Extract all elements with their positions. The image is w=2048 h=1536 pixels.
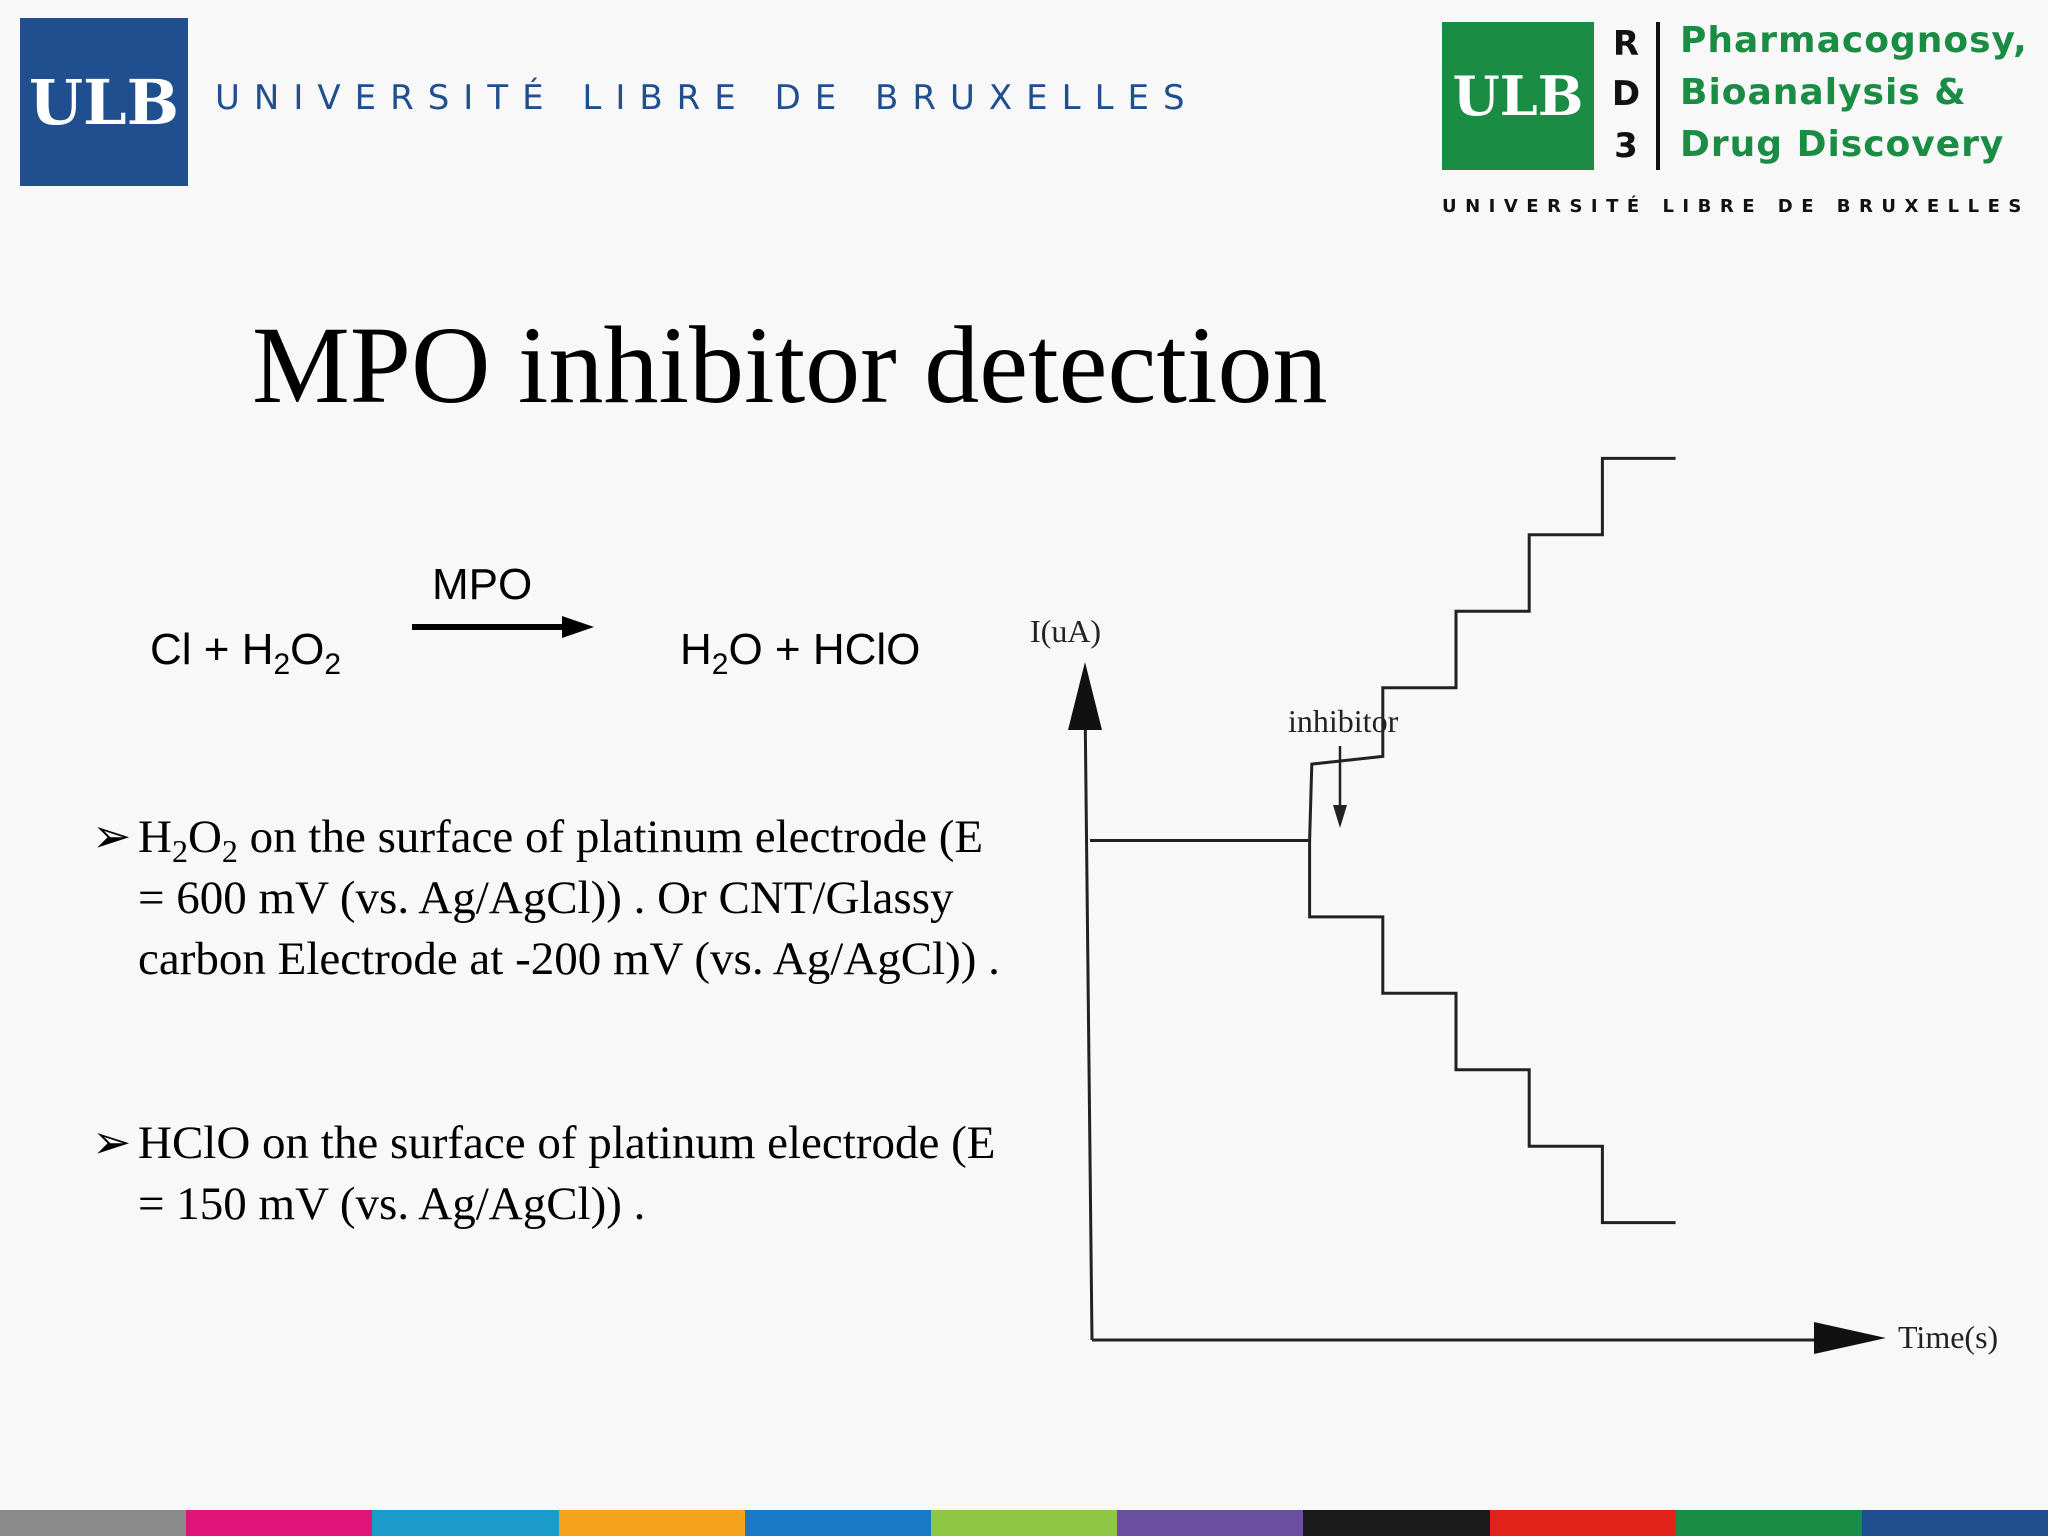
logo-divider (1656, 22, 1660, 170)
bullet-text: HClO on the surface of platinum electrod… (138, 1117, 996, 1230)
footer-color-segment (186, 1510, 373, 1536)
x-axis-arrowhead-icon (1814, 1322, 1886, 1354)
rd3-letter-d: D (1611, 74, 1641, 114)
current-staircase-down (1308, 840, 1676, 1225)
footer-color-segment (372, 1510, 559, 1536)
slide-title: MPO inhibitor detection (252, 304, 1328, 426)
bullet-hclo: ➢ HClO on the surface of platinum electr… (92, 1113, 1012, 1235)
department-line-2: Bioanalysis & (1680, 72, 1967, 113)
ulb-logo-mark: ULB (20, 18, 188, 186)
chart-series-group (1090, 456, 1676, 1225)
footer-color-bar (0, 1510, 2048, 1536)
inhibitor-arrow-icon (1333, 805, 1347, 828)
bullet-arrow-icon: ➢ (92, 1117, 132, 1169)
department-line-3: Drug Discovery (1680, 124, 2005, 165)
footer-color-segment (0, 1510, 187, 1536)
y-axis-label: I(uA) (1030, 613, 1101, 649)
bullet-arrow-icon: ➢ (92, 811, 132, 863)
rd3-letter-3: 3 (1614, 126, 1638, 166)
bullet-text: H2O2 on the surface of platinum electrod… (138, 811, 1000, 985)
amperometric-chart: I(uA) Time(s) inhibitor (1030, 456, 1998, 1355)
footer-color-segment (1117, 1510, 1304, 1536)
footer-color-segment (1675, 1510, 1862, 1536)
y-axis (1083, 699, 1094, 1341)
university-wordmark: UNIVERSITÉ LIBRE DE BRUXELLES (215, 78, 1199, 118)
department-wordmark: UNIVERSITÉ LIBRE DE BRUXELLES (1442, 196, 2030, 217)
footer-color-segment (1861, 1510, 2048, 1536)
bullet-h2o2: ➢ H2O2 on the surface of platinum electr… (92, 807, 1012, 990)
department-line-1: Pharmacognosy, (1680, 20, 2028, 61)
reaction-enzyme-label: MPO (432, 560, 533, 609)
rd3-letter-r: R (1612, 24, 1640, 64)
footer-color-segment (558, 1510, 745, 1536)
footer-color-segment (744, 1510, 931, 1536)
x-axis-label: Time(s) (1898, 1319, 1998, 1355)
footer-color-segment (1489, 1510, 1676, 1536)
current-staircase-up (1090, 456, 1676, 842)
y-axis-arrowhead-icon (1068, 662, 1102, 730)
ulb-rd3-logo-mark: ULB (1442, 22, 1594, 170)
reaction-reactants: Cl + H2O2 (150, 625, 342, 681)
reaction-arrow-icon (412, 616, 594, 638)
inhibitor-annotation: inhibitor (1288, 703, 1399, 739)
reaction-products: H2O + HClO (680, 625, 921, 681)
footer-color-segment (1303, 1510, 1490, 1536)
footer-color-segment (930, 1510, 1118, 1536)
